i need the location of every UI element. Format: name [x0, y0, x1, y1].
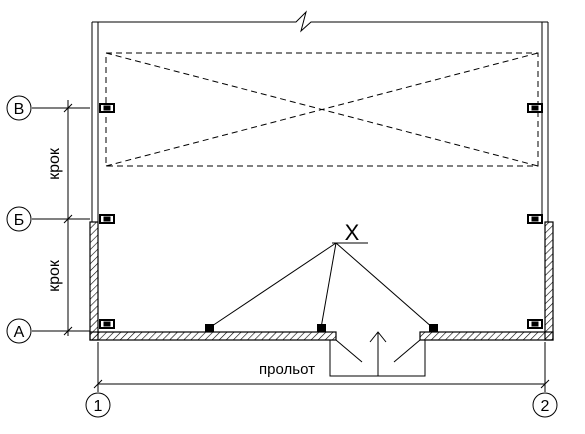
axis-bubble-b [6, 206, 32, 232]
hatched-walls [89, 221, 554, 341]
span-label: прольот [259, 361, 315, 378]
axis-label-v: В [14, 101, 25, 118]
axis-label-2: 2 [541, 398, 550, 415]
callout-label: X [345, 220, 360, 245]
bottom-wall-left [89, 331, 337, 341]
axis-bubble-a [6, 318, 32, 344]
post-3 [429, 324, 438, 332]
step-label-lower: крок [46, 259, 63, 292]
axis-label-1: 1 [94, 398, 103, 415]
left-wall [89, 221, 99, 341]
building-outline [91, 10, 549, 222]
bottom-dimension [93, 342, 550, 392]
axis-label-a: А [14, 324, 25, 341]
dashed-opening [105, 52, 539, 167]
opening-symbol [329, 331, 426, 377]
axis-label-b: Б [14, 212, 25, 229]
left-dimension [32, 100, 90, 336]
columns [99, 103, 543, 329]
callout-leaders [208, 242, 434, 329]
top-break-line [92, 10, 548, 33]
bottom-wall-right [419, 331, 554, 341]
axis-bubble-v [6, 95, 32, 121]
span-bracket [329, 340, 426, 377]
step-label-upper: крок [46, 147, 63, 180]
right-wall [544, 221, 554, 341]
axis-bubble-1 [85, 392, 111, 418]
axis-bubble-2 [532, 392, 558, 418]
